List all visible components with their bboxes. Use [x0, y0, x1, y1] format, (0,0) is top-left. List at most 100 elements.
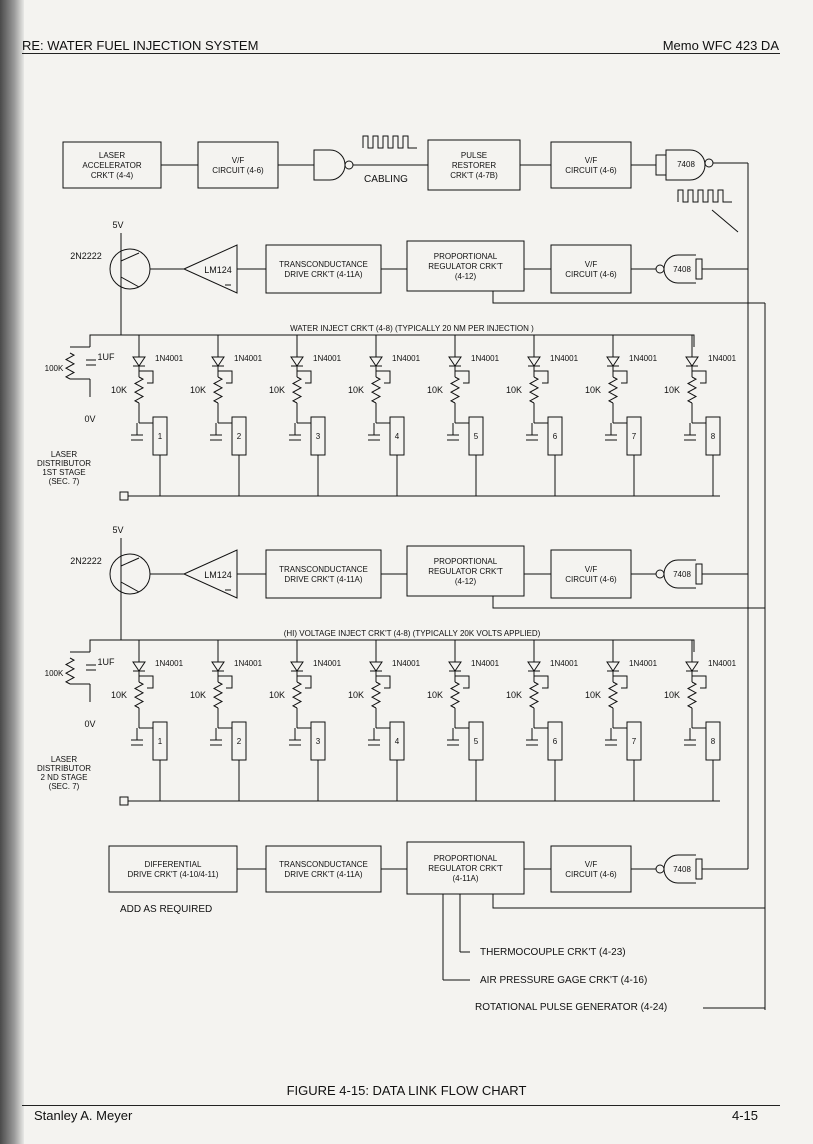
diode-label: 1N4001 [708, 354, 737, 363]
figure-caption: FIGURE 4-15: DATA LINK FLOW CHART [286, 1083, 527, 1098]
res-10k-label: 10K [506, 385, 522, 395]
diode-1n4001 [132, 356, 146, 367]
stage2-proportional-block-text: PROPORTIONAL [434, 557, 498, 566]
distributor-label: DISTRIBUTOR [37, 764, 91, 773]
stage1-transconductance-block-text: TRANSCONDUCTANCE [279, 260, 368, 269]
diode-1n4001 [448, 356, 462, 367]
channel-number: 4 [395, 737, 400, 746]
transistor-2n2222 [109, 248, 151, 290]
diode-1n4001 [527, 356, 541, 367]
vf-block-bottom-text: V/F [585, 860, 598, 869]
res-10k-label: 10K [427, 385, 443, 395]
ov-label: 0V [84, 414, 95, 424]
page-number: 4-15 [731, 1108, 758, 1123]
stage2-vf-block-text: CIRCUIT (4-6) [565, 575, 617, 584]
diode-1n4001 [606, 356, 620, 367]
distributor-label: DISTRIBUTOR [37, 459, 91, 468]
channel-number: 5 [474, 737, 479, 746]
channel-number: 1 [158, 432, 163, 441]
channel-number: 6 [553, 737, 558, 746]
res-10k-label: 10K [190, 690, 206, 700]
diode-label: 1N4001 [234, 659, 263, 668]
stage2-channel-7: 1N4001 10K 7 [585, 640, 658, 801]
diode-label: 1N4001 [234, 354, 263, 363]
diode-label: 1N4001 [550, 354, 579, 363]
proportional-block-bottom-text: (4-11A) [452, 874, 478, 883]
transistor-label: 2N2222 [70, 556, 102, 566]
diode-label: 1N4001 [629, 659, 658, 668]
channel-number: 3 [316, 737, 321, 746]
vf-circuit-block-top-text: CIRCUIT (4-6) [212, 166, 264, 175]
diode-1n4001 [369, 661, 383, 672]
air-pressure-label: AIR PRESSURE GAGE CRK'T (4-16) [480, 975, 647, 986]
diode-label: 1N4001 [471, 659, 500, 668]
diode-1n4001 [685, 661, 699, 672]
laser-accelerator-block-text: ACCELERATOR [82, 161, 141, 170]
proportional-block-bottom-text: REGULATOR CRK'T [428, 864, 503, 873]
vf-block-bottom-text: CIRCUIT (4-6) [565, 870, 617, 879]
header-rule [22, 53, 780, 54]
diode-label: 1N4001 [155, 659, 184, 668]
distributor-label: 1ST STAGE [42, 468, 85, 477]
diode-label: 1N4001 [392, 659, 421, 668]
res-10k-label: 10K [427, 690, 443, 700]
res-10k-label: 10K [585, 690, 601, 700]
res-10k-label: 10K [506, 690, 522, 700]
and-gate-top [313, 149, 354, 181]
add-as-required-label: ADD AS REQUIRED [120, 904, 212, 915]
diode-label: 1N4001 [629, 354, 658, 363]
vf-circuit-block-top-2-text: CIRCUIT (4-6) [565, 166, 617, 175]
supply-5v-label: 5V [112, 525, 123, 535]
channel-number: 7 [632, 432, 637, 441]
gate-7408-top: 7408 [655, 149, 714, 181]
stage1-channel-5: 1N4001 10K 5 [427, 335, 500, 496]
res-10k-label: 10K [664, 690, 680, 700]
pulse-restorer-block-text: PULSE [461, 151, 487, 160]
stage1-transconductance-block-text: DRIVE CRK'T (4-11A) [284, 270, 362, 279]
proportional-block-bottom-text: PROPORTIONAL [434, 854, 498, 863]
vf-circuit-block-top-2-text: V/F [585, 156, 598, 165]
diode-1n4001 [132, 661, 146, 672]
distributor-label: LASER [51, 755, 77, 764]
diode-label: 1N4001 [392, 354, 421, 363]
thermocouple-label: THERMOCOUPLE CRK'T (4-23) [480, 947, 626, 958]
diode-1n4001 [685, 356, 699, 367]
channel-number: 8 [711, 432, 716, 441]
stage1-proportional-block-text: (4-12) [455, 272, 477, 281]
pulse-restorer-block-text: CRK'T (4-7B) [450, 171, 498, 180]
amp-label: LM124 [204, 570, 232, 580]
laser-accelerator-block-text: LASER [99, 151, 125, 160]
diode-label: 1N4001 [471, 354, 500, 363]
stage2-channel-5: 1N4001 10K 5 [427, 640, 500, 801]
bus-label: WATER INJECT CRK'T (4-8) (TYPICALLY 20 N… [290, 324, 534, 333]
res-10k-label: 10K [269, 690, 285, 700]
channel-number: 7 [632, 737, 637, 746]
distributor-label: (SEC. 7) [49, 782, 80, 791]
res-10k-label: 10K [111, 690, 127, 700]
channel-number: 5 [474, 432, 479, 441]
diode-label: 1N4001 [155, 354, 184, 363]
supply-5v-label: 5V [112, 220, 123, 230]
res-100k-label: 100K [45, 669, 64, 678]
channel-number: 2 [237, 432, 242, 441]
